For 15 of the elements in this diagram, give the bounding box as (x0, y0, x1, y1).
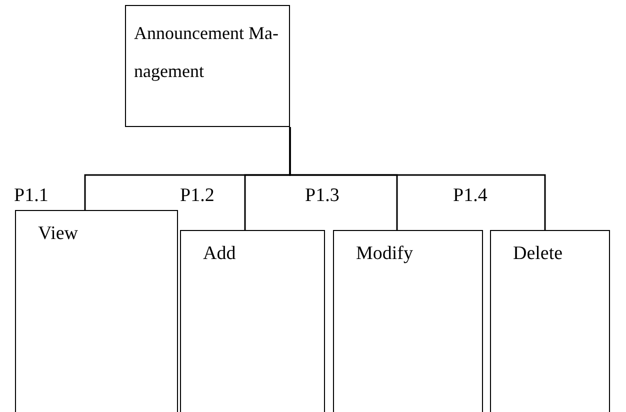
process-number: P1.4 (453, 185, 488, 207)
node-label: Announcement Ma-nagement (134, 22, 280, 83)
node-label: Add (203, 243, 236, 265)
connector-line (289, 127, 546, 230)
subprocess-box (490, 230, 610, 412)
node-label: Delete (513, 243, 563, 265)
subprocess-box (180, 230, 325, 412)
process-box (125, 5, 290, 127)
subprocess-box (333, 230, 483, 412)
node-label: View (38, 223, 78, 245)
process-number: P1.2 (180, 185, 214, 207)
subprocess-box (15, 210, 178, 412)
node-label: Modify (356, 243, 413, 265)
process-number: P1.1 (14, 185, 48, 207)
process-number: P1.3 (305, 185, 340, 207)
